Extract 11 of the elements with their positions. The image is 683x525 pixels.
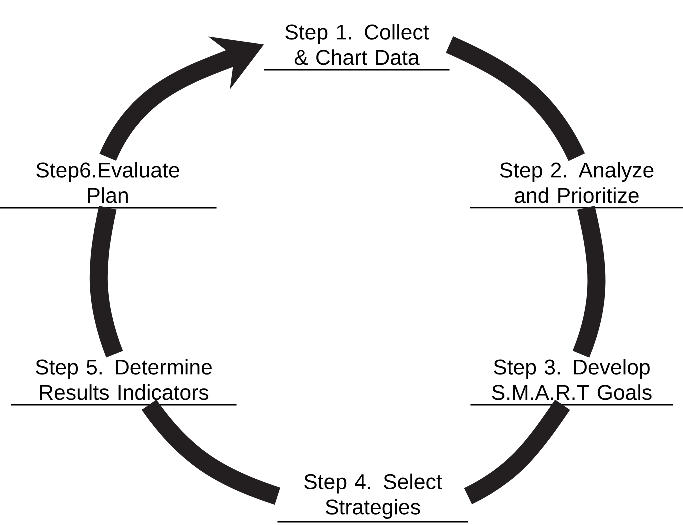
step-label: Step 4. Select Strategies: [278, 474, 468, 523]
step-label: Step 5. Determine Results Indicators: [11, 359, 237, 406]
arc-segment: [90, 206, 124, 358]
arc-segment: [446, 36, 586, 162]
arc-segment: [464, 400, 570, 504]
step-label: Step 1. Collect & Chart Data: [264, 24, 450, 71]
arc-segment: [142, 400, 281, 505]
step-label: Step 2. Analyze and Prioritize: [470, 162, 683, 209]
arc-segment: [572, 206, 606, 358]
step-label: Step6.Evaluate Plan: [0, 162, 217, 209]
step-label: Step 3. Develop S.M.A.R.T Goals: [470, 359, 674, 406]
